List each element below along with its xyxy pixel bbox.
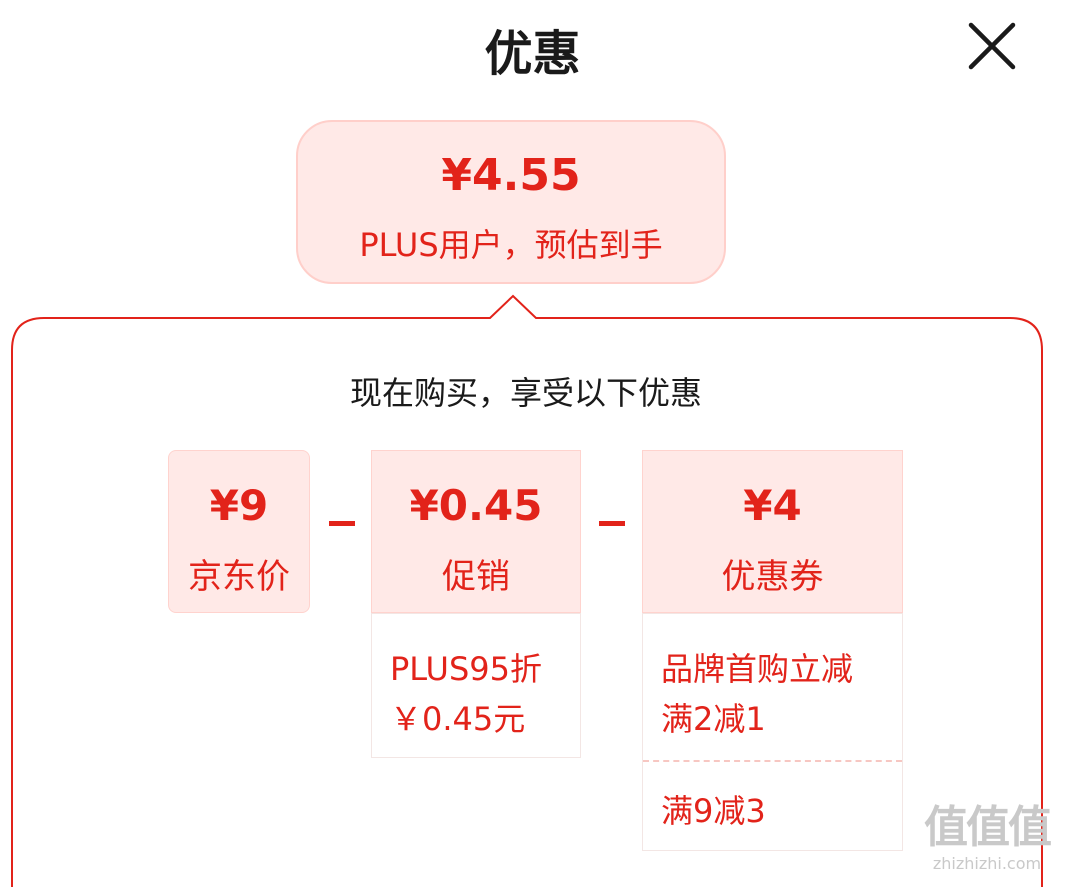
jd-price-label: 京东价 (188, 557, 290, 597)
jd-price-value: ¥9 (209, 481, 269, 530)
coupon-label: 优惠券 (721, 557, 824, 597)
coupon-detail-line: 品牌首购立减 (661, 650, 854, 688)
site-watermark: 值值值 zhizhizhi.com (912, 802, 1062, 882)
close-icon (968, 22, 1016, 70)
minus-sign (329, 521, 355, 526)
minus-sign (599, 521, 625, 526)
coupon-detail-line: 满2减1 (661, 700, 766, 738)
coupon-value: ¥4 (743, 481, 802, 530)
promotion-detail-card: PLUS95折 ￥0.45元 (371, 613, 581, 758)
promotion-label: 促销 (442, 557, 510, 597)
promotion-box: ¥0.45 促销 (371, 450, 581, 613)
coupon-detail-card: 品牌首购立减 满2减1 满9减3 (642, 613, 903, 851)
watermark-logo: 值值值 (924, 802, 1052, 853)
estimated-price-card: ¥4.55 PLUS用户，预估到手 (296, 120, 726, 284)
coupon-detail-line: 满9减3 (661, 792, 766, 830)
promotion-detail-line: ￥0.45元 (390, 700, 526, 738)
jd-price-box: ¥9 京东价 (168, 450, 310, 613)
estimated-price-caption: PLUS用户，预估到手 (359, 226, 663, 264)
estimated-price: ¥4.55 (441, 150, 581, 201)
coupon-box: ¥4 优惠券 (642, 450, 903, 613)
dialog-title: 优惠 (484, 26, 581, 82)
close-button[interactable] (966, 20, 1018, 72)
coupon-divider (643, 760, 902, 762)
breakdown-heading: 现在购买，享受以下优惠 (349, 374, 702, 412)
promotion-detail-line: PLUS95折 (390, 650, 542, 688)
promotion-value: ¥0.45 (409, 481, 543, 530)
watermark-url: zhizhizhi.com (932, 854, 1042, 873)
